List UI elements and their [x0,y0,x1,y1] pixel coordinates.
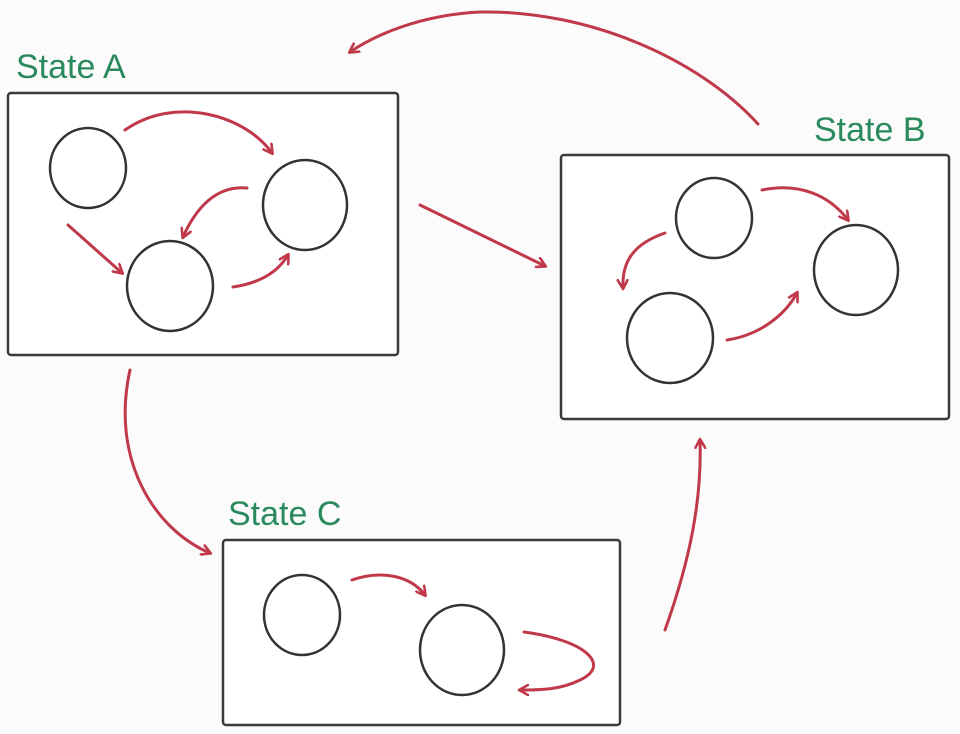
state-a-node-3 [125,239,215,333]
state-b-node-2 [812,223,900,317]
state-a-node-1 [48,126,128,210]
state-c-node-1 [262,573,342,657]
arrow-a2-to-a3 [183,186,249,237]
state-a-label: State A [16,48,126,86]
arrow-b1-to-b3 [623,231,667,288]
arrow-a1-to-a3 [66,223,122,273]
arrow-c1-to-c2 [350,573,425,595]
state-b-label: State B [814,111,926,149]
transition-b-to-a [350,10,760,126]
arrow-b3-to-b2 [725,293,797,342]
transition-a-to-b [418,203,545,266]
transition-a-to-c [123,368,210,553]
state-c-label: State C [228,495,342,533]
state-c-node-2 [418,603,506,697]
arrow-c2-self-loop [520,630,595,690]
state-b-node-3 [625,291,715,385]
arrow-b1-to-b2 [760,186,848,220]
arrow-a1-to-a2 [123,110,272,153]
state-b-node-1 [674,176,754,260]
transition-c-to-b [663,440,700,632]
state-a-node-2 [261,158,349,252]
arrow-a3-to-a2 [231,255,288,289]
